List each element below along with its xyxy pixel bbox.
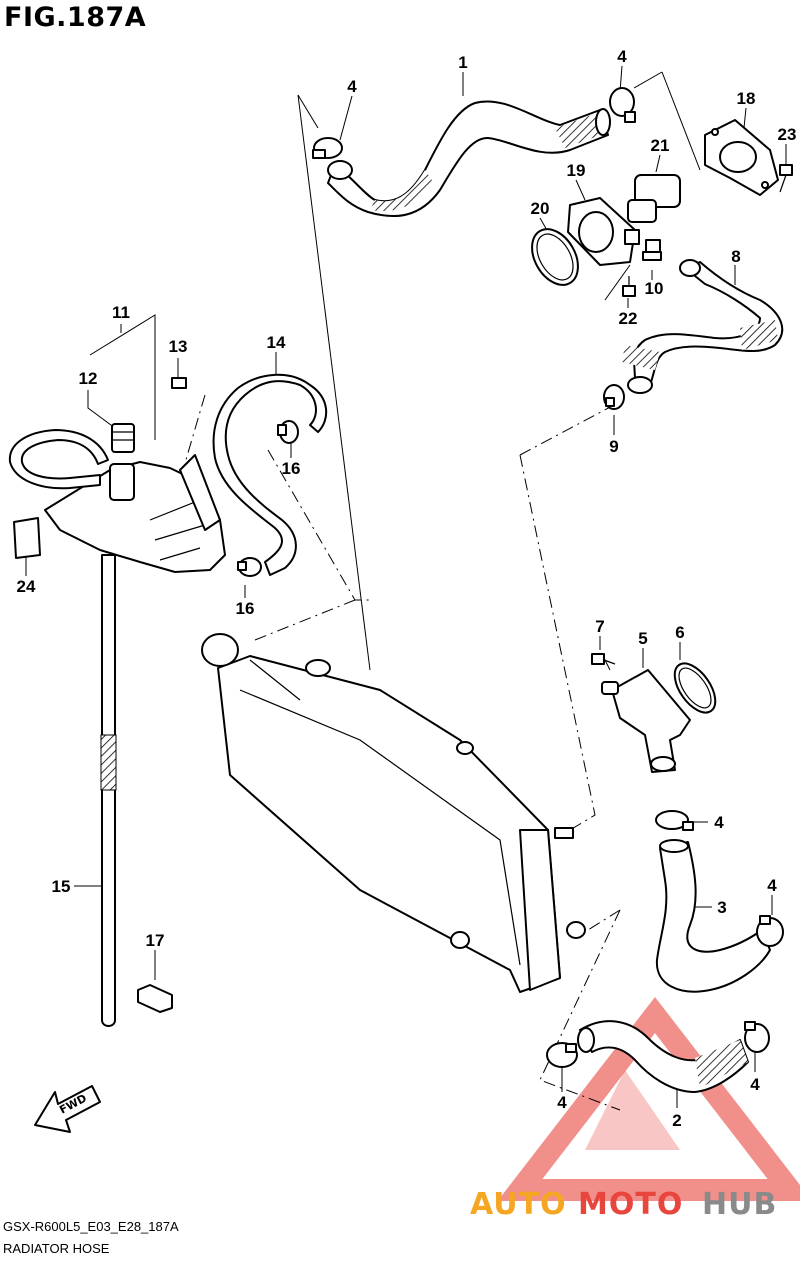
part-13-bolt: [171, 377, 187, 389]
hose-15-drain: [100, 554, 117, 1027]
part-19-thermostat-housing: [567, 197, 640, 266]
callout-3: 3: [717, 898, 726, 917]
part-12-cap: [111, 423, 135, 453]
callout-17: 17: [146, 931, 165, 950]
part-18-thermostat-cover: [704, 119, 779, 196]
callout-23: 23: [778, 125, 797, 144]
callout-6: 6: [675, 623, 684, 642]
clamp-16-lower: [237, 557, 262, 577]
part-22-bolt: [622, 276, 636, 297]
watermark-logo: [497, 996, 800, 1201]
part-24-label: [13, 517, 41, 559]
clamp-4-top-right: [609, 87, 636, 123]
callout-14: 14: [267, 333, 286, 352]
callout-4-bottom-left: 4: [557, 1093, 567, 1112]
overflow-hose: [8, 429, 109, 490]
part-17-clip: [137, 984, 173, 1013]
callout-4-middle: 4: [714, 813, 724, 832]
fwd-arrow: FWD: [34, 1085, 101, 1133]
callout-22: 22: [619, 309, 638, 328]
radiator: [201, 633, 586, 993]
callout-4-top-left: 4: [347, 77, 357, 96]
callout-24: 24: [17, 577, 36, 596]
part-5-water-outlet: [601, 669, 691, 773]
hose-14: [212, 373, 328, 576]
hose-1-upper: [327, 100, 611, 218]
callout-4-right: 4: [767, 876, 777, 895]
callout-20: 20: [531, 199, 550, 218]
watermark-text: AUTO MOTO HUB: [470, 1187, 777, 1222]
part-20-o-ring: [531, 228, 579, 286]
figure-code: GSX-R600L5_E03_E28_187A: [3, 1219, 179, 1234]
clamp-4-top-left: [312, 137, 343, 159]
figure-title: FIG.187A: [4, 2, 147, 33]
part-7-bolt: [591, 653, 616, 665]
callout-4-bottom-right: 4: [750, 1075, 760, 1094]
part-6-o-ring: [673, 662, 717, 714]
callout-2: 2: [672, 1111, 681, 1130]
clamp-4-right: [756, 915, 784, 947]
callout-16-upper: 16: [282, 459, 301, 478]
callout-21: 21: [651, 136, 670, 155]
part-23-bolt: [779, 164, 793, 193]
clamp-4-middle: [655, 810, 694, 831]
part-10-bolt: [642, 239, 662, 261]
callout-8: 8: [731, 247, 740, 266]
part-21-thermostat: [627, 174, 681, 223]
watermark-auto: AUTO: [470, 1187, 567, 1222]
hose-8: [622, 259, 784, 394]
part-11-reservoir-tank: [44, 454, 226, 573]
callout-18: 18: [737, 89, 756, 108]
callout-9: 9: [609, 437, 618, 456]
callout-15: 15: [52, 877, 71, 896]
callout-1: 1: [458, 53, 467, 72]
callout-11: 11: [112, 303, 130, 322]
callout-labels: 1 2 3 4 4 4 4 4 4 5 6 7 8 9 10 11 12 13 …: [17, 47, 797, 1130]
callout-10: 10: [645, 279, 664, 298]
clamp-4-bottom-left: [546, 1042, 578, 1068]
figure-name: RADIATOR HOSE: [3, 1241, 110, 1256]
callout-16-lower: 16: [236, 599, 255, 618]
watermark-moto: MOTO: [578, 1187, 683, 1222]
clamp-9: [603, 384, 625, 410]
callout-19: 19: [567, 161, 586, 180]
clamp-4-bottom-right: [744, 1021, 770, 1053]
callout-7: 7: [595, 617, 604, 636]
hose-3: [655, 839, 771, 993]
clamp-16-upper: [277, 420, 299, 444]
hose-2-lower: [577, 1020, 749, 1093]
callout-13: 13: [169, 337, 188, 356]
callout-12: 12: [79, 369, 98, 388]
callout-4-top-right: 4: [617, 47, 627, 66]
callout-5: 5: [638, 629, 647, 648]
watermark-hub: HUB: [702, 1187, 777, 1222]
